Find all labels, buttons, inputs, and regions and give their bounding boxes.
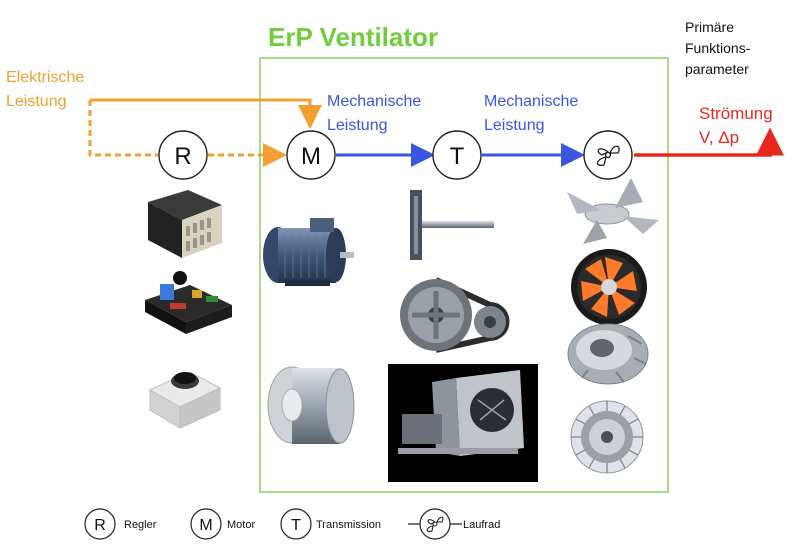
flow-label-line-1: Strömung (699, 104, 773, 123)
electric-motor-image (263, 218, 354, 286)
mechanical-power-2-line-2: Leistung (484, 117, 545, 134)
mechanical-power-2-line-1: Mechanische (484, 93, 578, 110)
electric-line-via-regler (88, 100, 158, 157)
mechanical-power-1-line-1: Mechanische (327, 93, 421, 110)
ventilator-frame (259, 57, 669, 493)
motor-node-symbol: M (301, 143, 321, 170)
belt-drive-image (400, 277, 510, 353)
primary-params-line-1: Primäre (685, 19, 734, 35)
radial-impeller-image (567, 323, 649, 385)
legend-motor-label: Motor (227, 519, 255, 531)
legend-motor-symbol: M (199, 517, 212, 534)
legend: R Regler M Motor T Transmission Laufrad (84, 508, 500, 540)
legend-regler-label: Regler (124, 519, 157, 531)
axial-fan-orange-image (571, 249, 647, 325)
legend-regler-symbol: R (94, 517, 106, 534)
regler-node-symbol: R (174, 143, 191, 170)
controller-unit-image (148, 190, 222, 258)
ec-motor-image (267, 366, 355, 444)
legend-regler: R Regler (84, 508, 157, 540)
diagram-title: ErP Ventilator (268, 22, 438, 52)
mechanical-power-1-line-2: Leistung (327, 117, 388, 134)
regler-node: R (158, 130, 208, 180)
transmission-node-symbol: T (450, 143, 465, 170)
drum-impeller-image (570, 400, 644, 474)
flow-label-line-2: V, Δp (699, 128, 739, 147)
electric-line-direct (90, 98, 322, 129)
legend-impeller-icon (426, 516, 444, 532)
transmission-node: T (432, 130, 482, 180)
fan-unit-photo (388, 364, 538, 482)
drive-board-image (145, 271, 232, 334)
legend-transmission-label: Transmission (316, 519, 381, 531)
legend-transmission-symbol: T (291, 517, 301, 534)
impeller-node (583, 130, 633, 180)
axial-impeller-image (567, 178, 659, 244)
impeller-icon (596, 145, 620, 166)
legend-transmission: T Transmission (280, 508, 381, 540)
primary-params-line-3: parameter (685, 61, 749, 77)
primary-params-line-2: Funktions- (685, 40, 751, 56)
flow-arrow (634, 127, 784, 157)
push-button-box-image (148, 371, 222, 429)
legend-motor: M Motor (190, 508, 255, 540)
electrical-power-line-2: Leistung (6, 93, 67, 110)
legend-laufrad-label: Laufrad (463, 519, 500, 531)
legend-laufrad: Laufrad (408, 508, 500, 540)
electrical-power-line-1: Elektrische (6, 69, 84, 86)
coupling-shaft-image (410, 190, 494, 260)
motor-node: M (286, 130, 336, 180)
